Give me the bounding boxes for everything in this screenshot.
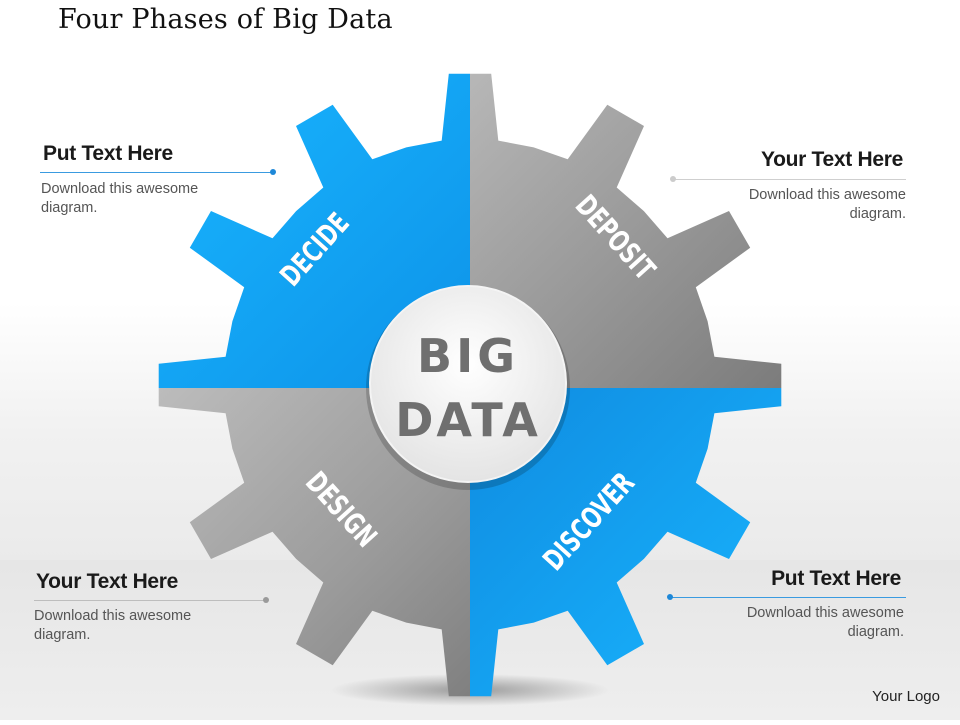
callout-bottom-right-heading: Put Text Here <box>771 567 901 590</box>
center-label-big: BIG <box>417 329 519 383</box>
callout-bottom-right-body: Download this awesome diagram. <box>746 605 904 640</box>
callout-bottom-left-dot <box>263 597 269 603</box>
callout-top-left-rule <box>40 172 272 173</box>
callout-top-left-heading: Put Text Here <box>43 142 173 165</box>
callout-top-right-rule <box>674 179 906 180</box>
callout-top-left: Put Text Here <box>43 142 283 166</box>
callout-top-right-body: Download this awesome diagram. <box>748 187 906 222</box>
callout-bottom-right-rule <box>672 597 906 598</box>
callout-top-left-body: Download this awesome diagram. <box>41 181 199 216</box>
logo-text: Your Logo <box>872 688 940 705</box>
center-label-data: DATA <box>395 393 541 447</box>
callout-top-right-heading: Your Text Here <box>760 148 903 171</box>
callout-bottom-right-body-wrap: Download this awesome diagram. <box>664 596 904 642</box>
gear-segment-deposit <box>470 73 782 388</box>
page-title: Four Phases of Big Data <box>58 4 393 35</box>
callout-bottom-left-body: Download this awesome diagram. <box>34 608 192 643</box>
center-hub <box>369 285 567 483</box>
callout-top-right-body-wrap: Download this awesome diagram. <box>666 178 906 224</box>
callout-bottom-left: Your Text Here <box>36 570 276 594</box>
callout-top-left-body-wrap: Download this awesome diagram. <box>41 172 281 218</box>
callout-top-right: Your Text Here <box>663 148 903 172</box>
callout-top-left-dot <box>270 169 276 175</box>
callout-top-right-dot <box>670 176 676 182</box>
gear-segment-design <box>158 388 470 697</box>
callout-bottom-right: Put Text Here <box>661 567 901 591</box>
gear-segment-discover <box>470 388 782 697</box>
callout-bottom-right-dot <box>667 594 673 600</box>
callout-bottom-left-heading: Your Text Here <box>36 570 179 593</box>
callout-bottom-left-body-wrap: Download this awesome diagram. <box>34 599 274 645</box>
gear-segment-decide <box>158 73 470 388</box>
callout-bottom-left-rule <box>34 600 266 601</box>
